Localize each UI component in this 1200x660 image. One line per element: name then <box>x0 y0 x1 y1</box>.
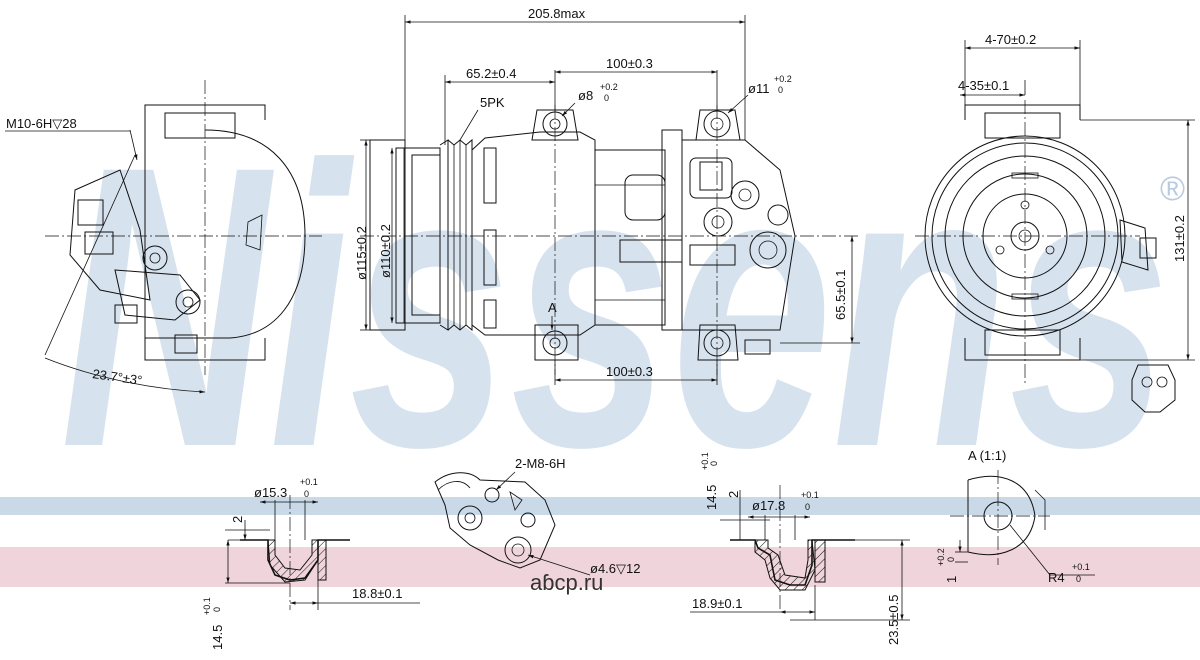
label-port2-depth: 2 <box>726 491 741 498</box>
label-mount-4-70: 4-70±0.2 <box>985 32 1036 47</box>
label-hole-8-tol-upper: +0.2 <box>600 82 618 92</box>
label-port2-tol-upper: +0.1 <box>801 490 819 500</box>
watermark: Nissens ® <box>0 83 1200 587</box>
label-detail-radius-tol-lower: 0 <box>1076 574 1081 584</box>
site-mark: aɓcp.ru <box>530 570 603 595</box>
label-pulley-offset: 65.2±0.4 <box>466 66 517 81</box>
detail-a: A (1:1) 1 +0.2 0 R4 +0.1 0 <box>936 448 1095 585</box>
label-belt: 5PK <box>480 95 505 110</box>
watermark-logo: Nissens <box>60 83 1170 530</box>
label-port2-offset: 18.9±0.1 <box>692 596 743 611</box>
label-port2-tol-lower: 0 <box>805 502 810 512</box>
label-hole-8-tol-lower: 0 <box>604 93 609 103</box>
label-hole-11: ø11 <box>748 81 769 96</box>
left-side-view: M10-6H▽28 23.7°±3° <box>5 80 322 394</box>
label-hole-11-tol-upper: +0.2 <box>774 74 792 84</box>
label-mount-4-35: 4-35±0.1 <box>958 78 1009 93</box>
label-detail-radius-tol-upper: +0.1 <box>1072 562 1090 572</box>
label-detail-radius: R4 <box>1048 570 1065 585</box>
front-view: 205.8max 65.2±0.4 100±0.3 ø8 +0.2 0 ø11 … <box>354 6 860 385</box>
label-hole-8: ø8 <box>578 88 593 103</box>
label-port1-offset: 18.8±0.1 <box>352 586 403 601</box>
label-height-65: 65.5±0.1 <box>833 269 848 320</box>
label-port1-height-tol-lower: 0 <box>212 607 222 612</box>
label-detail-gap-tol-upper: +0.2 <box>936 548 946 566</box>
label-port2-height-tol-upper: +0.1 <box>700 452 710 470</box>
label-clutch-dia: ø110±0.2 <box>378 224 393 278</box>
label-port2-dia: ø17.8 <box>752 498 785 513</box>
label-height-131: 131±0.2 <box>1172 215 1187 262</box>
label-port1-dia: ø15.3 <box>254 485 287 500</box>
label-port1-height: 14.5 <box>210 625 225 650</box>
label-detail-marker: A <box>548 300 557 315</box>
label-upper-bolt-spacing: 100±0.3 <box>606 56 653 71</box>
label-flange-hole: ø4.6▽12 <box>590 561 640 576</box>
label-detail-gap: 1 <box>944 576 959 583</box>
right-end-view: 4-70±0.2 4-35±0.1 131±0.2 <box>915 32 1195 413</box>
label-port2-total: 23.5±0.5 <box>886 594 901 645</box>
label-port1-height-tol-upper: +0.1 <box>202 597 212 615</box>
label-port1-depth: 2 <box>230 516 245 523</box>
label-port2-height: 14.5 <box>704 485 719 510</box>
label-flange-thread: 2-M8-6H <box>515 456 566 471</box>
label-angle: 23.7°±3° <box>92 366 144 388</box>
label-port2-height-tol-lower: 0 <box>709 461 719 466</box>
port2-section: 14.5 +0.1 0 2 ø17.8 +0.1 0 18.9±0.1 23.5… <box>690 452 910 645</box>
label-thread-left: M10-6H▽28 <box>6 116 77 131</box>
label-lower-bolt-spacing: 100±0.3 <box>606 364 653 379</box>
label-detail-title: A (1:1) <box>968 448 1006 463</box>
label-overall-length: 205.8max <box>528 6 586 21</box>
label-port1-tol-lower: 0 <box>304 489 309 499</box>
port1-section: ø15.3 +0.1 0 2 14.5 +0.1 0 18.8±0.1 <box>202 477 420 650</box>
flange-view: 2-M8-6H ø4.6▽12 aɓcp.ru <box>434 456 640 595</box>
label-hole-11-tol-lower: 0 <box>778 85 783 95</box>
label-port1-tol-upper: +0.1 <box>300 477 318 487</box>
label-pulley-dia: ø115±0.2 <box>354 226 369 280</box>
registered-mark: ® <box>1160 170 1185 208</box>
label-detail-gap-tol-lower: 0 <box>946 557 956 562</box>
